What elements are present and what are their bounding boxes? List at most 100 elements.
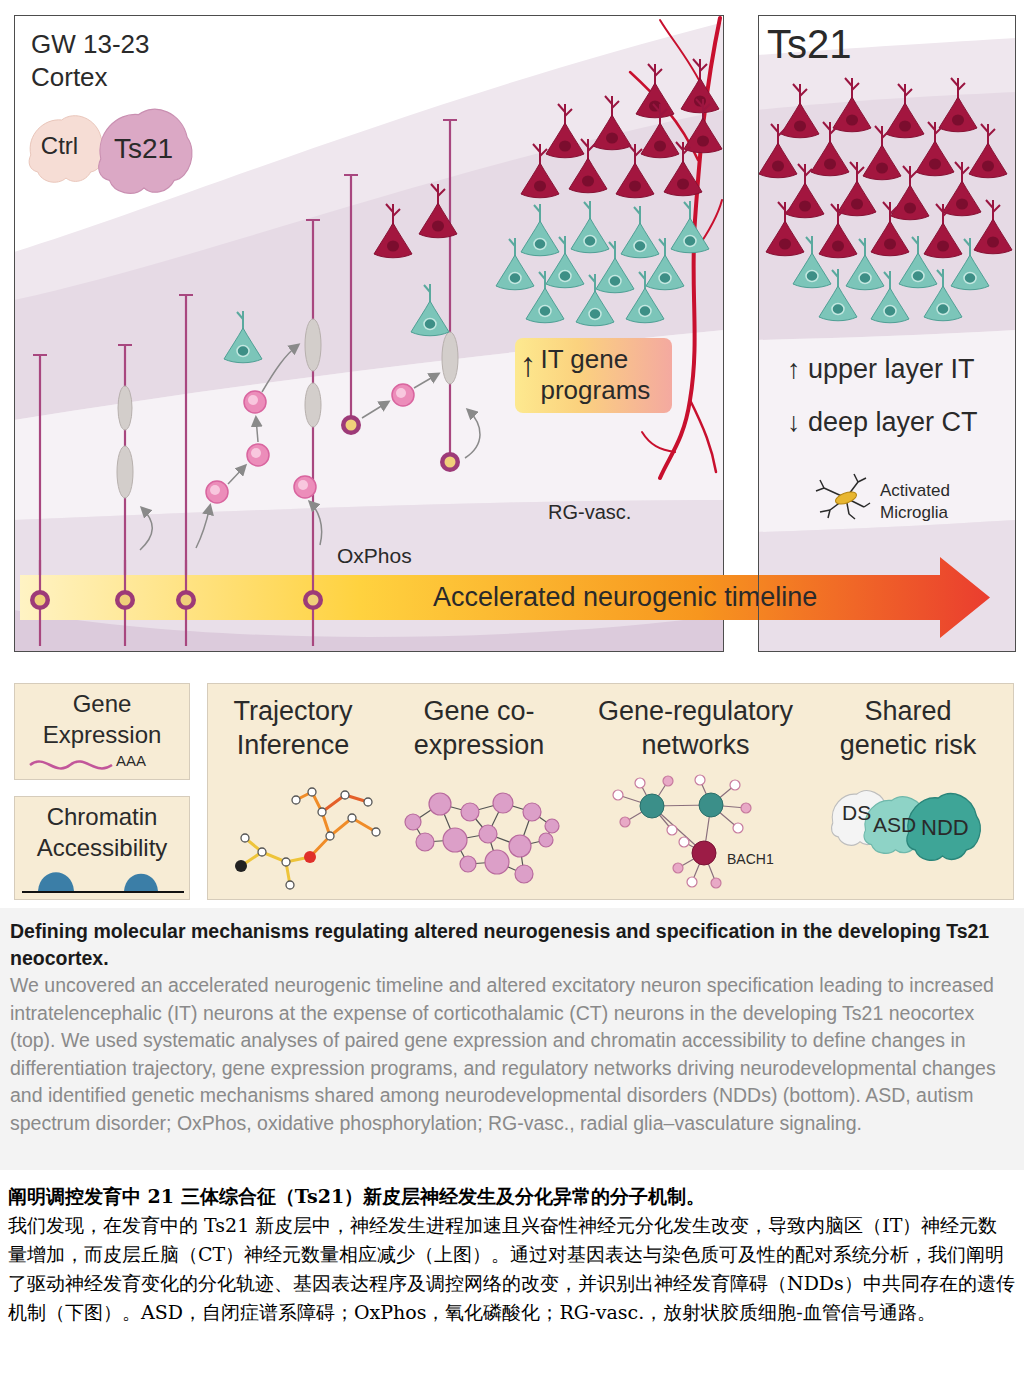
progenitor	[247, 444, 269, 466]
it-neuron	[664, 142, 702, 196]
ts21-layers	[758, 15, 1016, 652]
target-gene	[667, 825, 677, 835]
apical-radial-glia	[30, 590, 50, 610]
mrna-squiggle	[30, 762, 112, 769]
glia-fibre	[124, 560, 126, 646]
analysis-heading: Gene-regulatory networks	[583, 694, 808, 762]
ts21-panel: Ts21↑ upper layer IT↓ deep layer CT	[758, 15, 1016, 652]
migrating-neurons	[117, 319, 458, 498]
trajectory-node	[341, 791, 349, 799]
progenitor	[392, 384, 414, 406]
ts21-neuron-cluster	[759, 78, 1012, 323]
effect-label: ↑ upper layer IT	[787, 352, 975, 386]
apical-radial-glia	[303, 590, 323, 610]
it-neuron	[521, 144, 559, 198]
tf-hub	[692, 841, 716, 865]
glia-fibre	[443, 120, 457, 462]
ct-neuron	[224, 311, 262, 363]
it-neuron	[924, 204, 962, 258]
ct-neuron	[521, 204, 559, 256]
regulatory-edges	[618, 780, 746, 883]
gene-node	[545, 819, 559, 833]
ct-neuron	[626, 271, 664, 323]
it-neuron	[863, 126, 901, 180]
panel-heading: GW 13-23 Cortex	[31, 28, 191, 94]
ct-neuron	[596, 241, 634, 293]
it-neuron	[886, 84, 924, 138]
migrating-neuron	[305, 319, 321, 371]
ct-neuron	[571, 201, 609, 253]
it-neuron	[811, 122, 849, 176]
apical-radial-glia	[115, 590, 135, 610]
it-neuron	[939, 78, 977, 132]
it-neuron	[871, 202, 909, 256]
lineage-arrow	[465, 410, 480, 458]
it-neuron	[786, 164, 824, 218]
ct-neuron	[671, 201, 709, 253]
glia-fibre	[344, 175, 358, 425]
it-neuron	[833, 78, 871, 132]
lineage-arrow	[228, 466, 245, 484]
panel-ground	[758, 15, 1016, 652]
progenitor	[206, 481, 228, 503]
ct-neuron	[546, 236, 584, 288]
target-gene	[695, 775, 705, 785]
vessel-branch	[642, 432, 675, 452]
basal-radial-glia	[440, 452, 460, 472]
it-neuron	[641, 104, 679, 158]
target-gene	[635, 778, 645, 788]
disorder-label: NDD	[921, 815, 969, 841]
ct-neuron	[819, 269, 857, 321]
panel-ground	[14, 683, 190, 780]
target-gene	[730, 780, 740, 790]
gene-node	[485, 850, 509, 874]
gene-node	[493, 793, 513, 813]
trajectory-branchpoint	[304, 851, 316, 863]
analysis-panel: Trajectory InferenceGene co-expressionGe…	[207, 683, 1014, 900]
box-label: IT gene programs	[541, 344, 669, 406]
cortex-band	[758, 38, 1016, 652]
it-neuron	[838, 162, 876, 216]
ct-neuron	[526, 271, 564, 323]
glia-fibre	[118, 345, 132, 600]
target-gene	[741, 803, 751, 813]
accessibility-peak	[38, 872, 74, 891]
it-neuron	[969, 124, 1007, 178]
it-neuron	[616, 144, 654, 198]
microglia-branches	[816, 474, 870, 519]
panel-ground	[207, 683, 1014, 900]
lineage-arrow	[414, 374, 438, 388]
disorder-label: ASD	[873, 812, 916, 837]
genome-line	[22, 891, 184, 893]
trajectory-node	[241, 834, 249, 842]
trajectory-nodes	[241, 788, 380, 889]
target-genes	[613, 775, 751, 888]
brain-label: Ts21	[96, 132, 192, 166]
brain-label: Ctrl	[22, 130, 98, 162]
gene-node	[523, 803, 541, 821]
trajectory-node	[318, 808, 326, 816]
arrow-outline	[20, 557, 990, 638]
pathway-label: OxPhos	[337, 543, 412, 569]
it-neuron	[891, 166, 929, 220]
trajectory-graph	[241, 792, 376, 885]
gene-node	[479, 825, 497, 843]
trajectory-node	[258, 848, 266, 856]
gene-node	[405, 814, 421, 830]
progenitor	[244, 391, 266, 413]
ct-neuron	[924, 269, 962, 321]
gene-label: BACH1	[727, 851, 774, 868]
vessel-branch	[660, 20, 704, 90]
intermediate-zone	[758, 330, 1016, 532]
it-neuron	[943, 162, 981, 216]
trajectory-node	[364, 798, 372, 806]
gene-node	[461, 803, 479, 821]
ct-neuron	[496, 238, 534, 290]
microglia-body	[834, 490, 858, 507]
figure-caption: We uncovered an accelerated neurogenic t…	[10, 972, 1014, 1138]
gene-node	[460, 856, 476, 872]
trajectory-node	[326, 832, 334, 840]
timeline-arrow: Accelerated neurogenic timeline	[20, 555, 992, 640]
glia-fibre	[312, 560, 314, 646]
